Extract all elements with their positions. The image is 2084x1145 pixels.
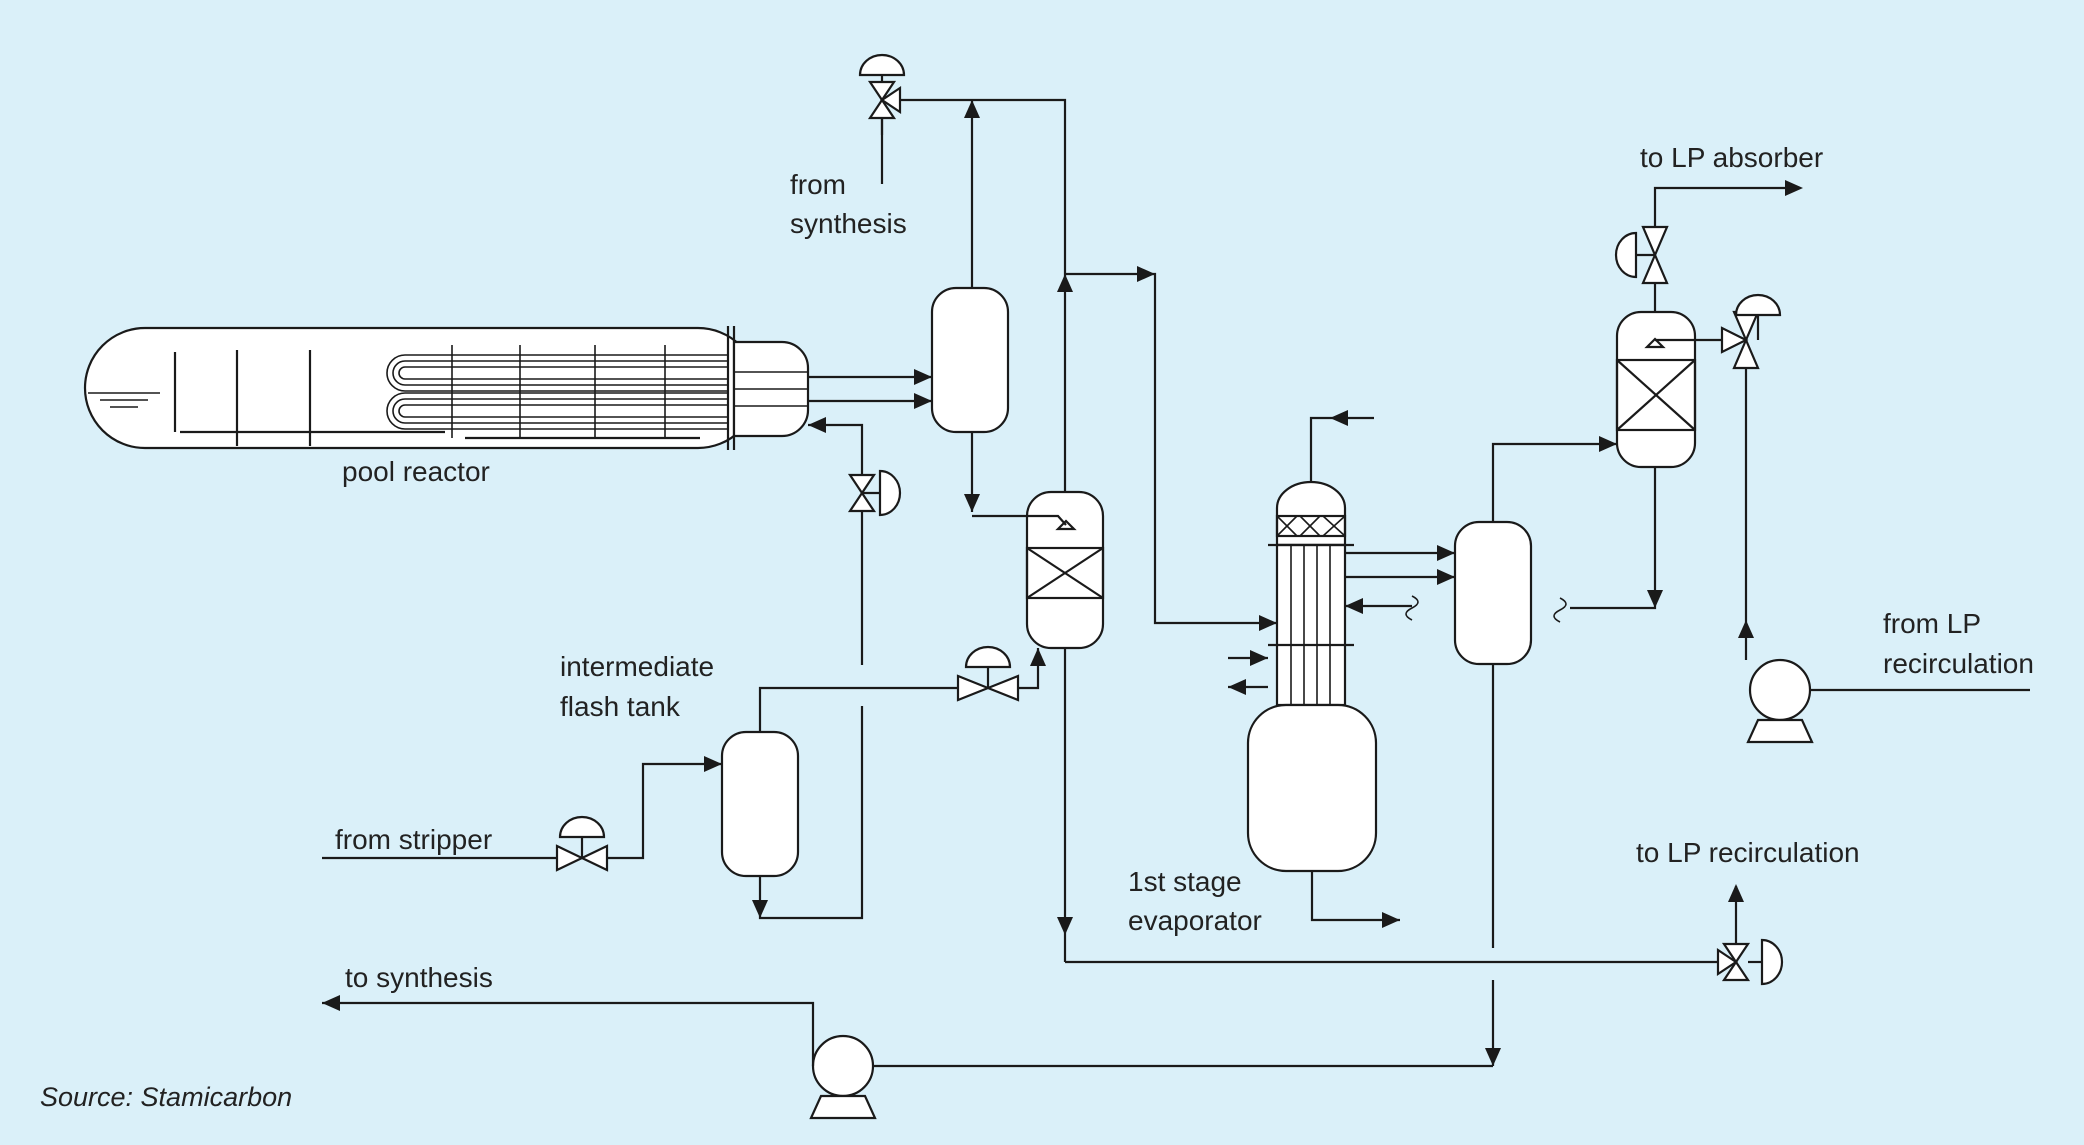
label-from-lp-recirculation-line1: from LP [1883,608,1981,639]
intermediate-flash-tank [720,730,800,878]
synthesis-pump [809,1034,877,1120]
label-pool-reactor: pool reactor [342,456,490,487]
source-caption: Source: Stamicarbon [40,1082,292,1112]
label-to-synthesis: to synthesis [345,962,493,993]
evaporator-separator [1453,520,1533,666]
stripper-valve [555,815,609,872]
label-intermediate-line1: intermediate [560,651,714,682]
lp-absorber-valve [1614,225,1669,285]
label-intermediate-line2: flash tank [560,691,681,722]
label-from-synthesis-line2: synthesis [790,208,907,239]
lp-recirculation-pump [1746,658,1814,744]
label-from-stripper: from stripper [335,824,492,855]
lp-column [1615,310,1697,469]
label-evaporator-line2: evaporator [1128,905,1262,936]
rectifying-column [1025,490,1105,650]
top-separator [930,286,1010,434]
label-from-synthesis-line1: from [790,169,846,200]
label-to-lp-recirculation: to LP recirculation [1636,837,1860,868]
pool-reactor [83,326,810,450]
lp-recirc-control-valve [1720,293,1782,370]
flash-tank-vapor-valve [956,645,1020,702]
label-evaporator-line1: 1st stage [1128,866,1242,897]
reactor-recycle-valve [847,469,902,517]
lp-recirculation-valve [1716,938,1784,986]
first-stage-evaporator [1246,480,1378,873]
label-to-lp-absorber: to LP absorber [1640,142,1823,173]
label-from-lp-recirculation-line2: recirculation [1883,648,2034,679]
